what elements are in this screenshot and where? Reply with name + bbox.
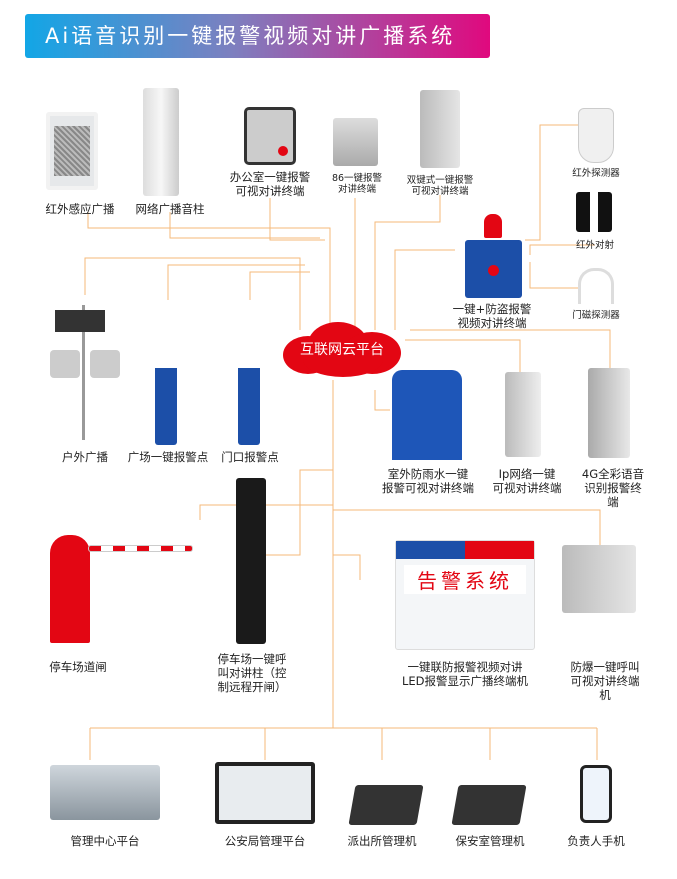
label-box86: 86一键报警 对讲终端 bbox=[331, 173, 383, 195]
barrier-gate-image bbox=[50, 535, 90, 643]
police-console-image bbox=[348, 785, 424, 825]
label-outdoor-broadcast: 户外广播 bbox=[62, 450, 108, 464]
label-ir-beam: 红外对射 bbox=[575, 240, 615, 251]
label-ir-broadcast: 红外感应广播 bbox=[45, 202, 115, 216]
label-barrier: 停车场道闸 bbox=[49, 660, 107, 674]
platform-label: 互联网云平台 bbox=[300, 342, 384, 358]
explosion-proof-image bbox=[562, 545, 636, 613]
label-rainproof: 室外防雨水一键 报警可视对讲终端 bbox=[382, 467, 474, 495]
bottom-label-3: 保安室管理机 bbox=[455, 834, 525, 848]
bottom-label-2: 派出所管理机 bbox=[347, 834, 417, 848]
bottom-label-1: 公安局管理平台 bbox=[224, 834, 306, 848]
cloud-platform: 互联网云平台 bbox=[283, 322, 401, 377]
box86-image bbox=[333, 118, 378, 166]
label-door-sensor: 门磁探测器 bbox=[572, 310, 620, 321]
ir-beam-image bbox=[576, 192, 612, 232]
label-ir-detector: 红外探测器 bbox=[572, 168, 620, 179]
column-speaker-image bbox=[143, 88, 179, 196]
led-display-text: 告警系统 bbox=[404, 565, 526, 594]
barrier-arm bbox=[88, 545, 193, 552]
label-office-terminal: 办公室一键报警 可视对讲终端 bbox=[229, 170, 311, 198]
label-explosion-proof: 防爆一键呼叫 可视对讲终端机 bbox=[570, 660, 640, 702]
phone-image bbox=[580, 765, 612, 823]
outdoor-broadcast-image bbox=[45, 305, 123, 440]
ir-broadcast-image bbox=[46, 112, 98, 190]
rainproof-terminal-image bbox=[392, 370, 462, 460]
label-gate-alarm: 门口报警点 bbox=[221, 450, 279, 464]
laptop-image bbox=[215, 762, 315, 824]
ip-terminal-image bbox=[505, 372, 541, 457]
4g-terminal-image bbox=[588, 368, 630, 458]
alarm-light-icon bbox=[484, 214, 502, 238]
management-center-image bbox=[50, 765, 160, 820]
label-column-speaker: 网络广播音柱 bbox=[135, 202, 205, 216]
bottom-label-4: 负责人手机 bbox=[567, 834, 625, 848]
label-4g-terminal: 4G全彩语音 识别报警终端 bbox=[581, 467, 645, 509]
label-parking-pillar: 停车场一键呼 叫对讲柱（控 制远程开闸） bbox=[217, 652, 287, 694]
security-console-image bbox=[451, 785, 527, 825]
gate-alarm-image bbox=[238, 335, 260, 445]
parking-pillar-image bbox=[236, 478, 266, 644]
page-title: Ai语音识别一键报警视频对讲广播系统 bbox=[25, 14, 490, 58]
antitheft-terminal-image bbox=[465, 240, 522, 298]
square-alarm-image bbox=[155, 335, 177, 445]
label-led-terminal: 一键联防报警视频对讲 LED报警显示广播终端机 bbox=[401, 660, 529, 688]
label-ip-terminal: Ip网络一键 可视对讲终端 bbox=[492, 467, 562, 495]
led-terminal-image: 告警系统 bbox=[395, 540, 535, 650]
office-terminal-image bbox=[244, 107, 296, 165]
label-antitheft: 一键+防盗报警 视频对讲终端 bbox=[452, 302, 532, 330]
label-dual-key: 双键式一键报警 可视对讲终端 bbox=[406, 175, 474, 197]
dual-key-image bbox=[420, 90, 460, 168]
label-square-alarm: 广场一键报警点 bbox=[127, 450, 209, 464]
ir-detector-image bbox=[578, 108, 614, 163]
door-sensor-image bbox=[578, 268, 614, 304]
bottom-label-0: 管理中心平台 bbox=[70, 834, 140, 848]
